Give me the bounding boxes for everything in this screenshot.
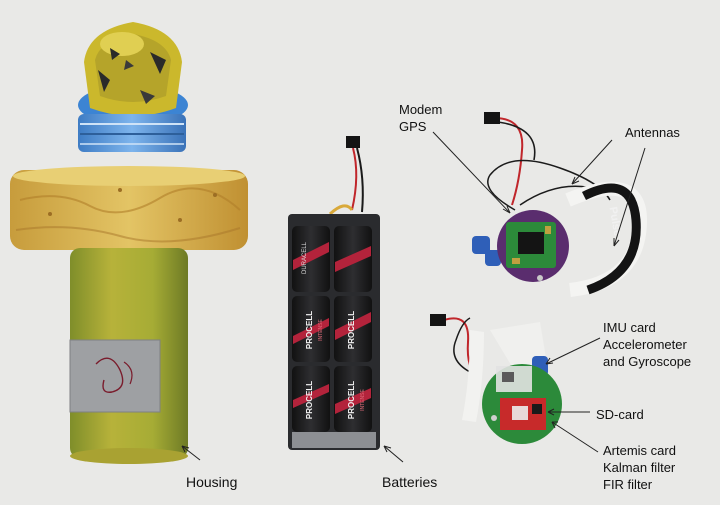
label-gps: GPS	[399, 119, 427, 134]
modem-gps-assembly: Pulse	[472, 112, 648, 297]
label-imu-card: IMU card	[603, 320, 656, 335]
label-gyroscope: and Gyroscope	[603, 354, 692, 369]
battery-brand-4: PROCELL	[347, 381, 356, 419]
label-sdcard: SD-card	[596, 407, 644, 422]
annotation-arrows	[181, 131, 646, 463]
label-kalman: Kalman filter	[603, 460, 676, 475]
imu-artemis-assembly	[430, 314, 562, 444]
label-imu: IMU card Accelerometer and Gyroscope	[603, 319, 691, 370]
antenna-band	[581, 183, 641, 295]
label-batteries: Batteries	[382, 474, 438, 490]
modem-connector	[484, 112, 500, 124]
battery-cells	[292, 226, 372, 432]
battery-pack: PROCELL PROCELL PROCELL PROCELL INTENSE …	[288, 136, 380, 450]
battery-brand-1: PROCELL	[305, 311, 314, 349]
label-accelerometer: Accelerometer	[603, 337, 687, 352]
housing-body	[69, 248, 188, 464]
battery-brand-2: PROCELL	[347, 311, 356, 349]
label-housing: Housing	[186, 474, 238, 490]
housing-cap	[78, 22, 188, 125]
label-antennas: Antennas	[625, 125, 680, 140]
label-modem-gps: Modem GPS	[399, 101, 442, 135]
label-modem: Modem	[399, 102, 443, 117]
battery-side-text: DURACELL	[302, 241, 308, 274]
housing	[10, 22, 248, 464]
imu-connector	[430, 314, 446, 326]
battery-sub-1: INTENSE	[318, 319, 324, 341]
battery-sub-2: INTENSE	[360, 389, 366, 411]
label-artemis-card: Artemis card	[603, 443, 676, 458]
antenna-brand: Pulse	[606, 206, 623, 237]
battery-connector	[346, 136, 360, 148]
label-artemis: Artemis card Kalman filter FIR filter	[603, 442, 676, 493]
housing-float-ring	[10, 166, 248, 250]
label-fir: FIR filter	[603, 477, 653, 492]
housing-neck	[78, 114, 186, 152]
battery-brand-3: PROCELL	[305, 381, 314, 419]
